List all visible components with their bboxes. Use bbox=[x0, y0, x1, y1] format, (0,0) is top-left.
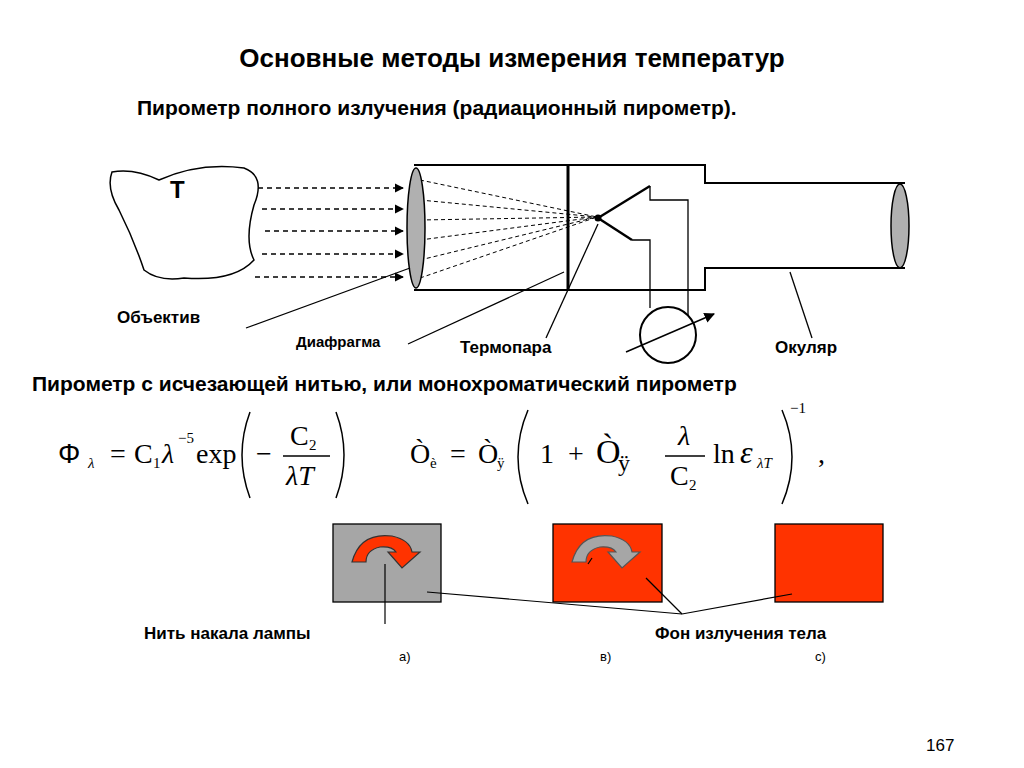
formula-subscript: ÿ bbox=[618, 450, 630, 478]
view-b bbox=[553, 524, 662, 602]
part-name: Диафрагма bbox=[296, 333, 380, 350]
part-name: Окуляр bbox=[775, 338, 837, 358]
converging-rays bbox=[420, 180, 597, 278]
galvanometer bbox=[640, 307, 696, 363]
view-letter: в) bbox=[600, 650, 611, 665]
page-number: 167 bbox=[926, 736, 954, 756]
callout-label: Нить накала лампы bbox=[144, 624, 311, 644]
formula-symbol: C bbox=[670, 460, 689, 492]
callout-label: Фон излучения тела bbox=[655, 624, 826, 644]
eyepiece-lens bbox=[891, 184, 909, 268]
view-c bbox=[775, 524, 883, 602]
formula-symbol: λ bbox=[162, 438, 174, 470]
objective-lens bbox=[407, 168, 425, 288]
part-name: Объектив bbox=[117, 308, 200, 328]
formula-subscript: λT bbox=[757, 455, 772, 472]
lamp-filament bbox=[572, 536, 640, 568]
lamp-filament bbox=[352, 536, 420, 568]
leader-lines bbox=[246, 224, 812, 344]
formula-symbol: Ò bbox=[478, 438, 498, 470]
galvanometer-needle bbox=[626, 314, 714, 352]
thermocouple-wires bbox=[632, 186, 688, 318]
section-heading: Пирометр полного излучения (радиационный… bbox=[137, 96, 737, 120]
leader-lines bbox=[385, 558, 792, 624]
formula-symbol: = bbox=[110, 438, 126, 470]
formula-symbol: Ò bbox=[410, 438, 430, 470]
formula-symbol: C bbox=[134, 438, 153, 470]
formula-subscript: ÿ bbox=[497, 455, 505, 472]
formula-subscript: 1 bbox=[153, 455, 161, 472]
formula-symbol: Ò bbox=[596, 432, 621, 471]
formula-subscript: 2 bbox=[309, 437, 317, 454]
radiation-rays bbox=[255, 188, 403, 277]
body-label: Т bbox=[170, 176, 185, 204]
formula-symbol: C bbox=[290, 420, 309, 452]
formula-brackets bbox=[242, 410, 792, 504]
formula-superscript: −1 bbox=[790, 400, 806, 417]
body-outline-path bbox=[110, 167, 258, 280]
formula-symbol: , bbox=[818, 438, 825, 470]
view-letter: с) bbox=[815, 650, 826, 665]
thermocouple-junction bbox=[595, 215, 602, 222]
body-outline bbox=[104, 160, 272, 290]
formula-subscript: λ bbox=[88, 455, 95, 472]
thermocouple bbox=[598, 186, 650, 240]
formula-symbol: exp bbox=[196, 438, 236, 470]
view-letter: а) bbox=[399, 650, 411, 665]
pyrometer-tube bbox=[414, 165, 905, 290]
formula-subscript: è bbox=[430, 455, 437, 472]
formula-symbol: λ bbox=[678, 420, 690, 452]
formula-symbol: Φ bbox=[58, 438, 80, 470]
formula-symbol: ln bbox=[713, 438, 735, 470]
formula-symbol: ε bbox=[740, 434, 753, 471]
heated-body: Т bbox=[104, 160, 272, 290]
formula-symbol: = bbox=[450, 438, 466, 470]
formula-symbol: 1 bbox=[540, 438, 554, 470]
formula-symbol: λT bbox=[286, 460, 314, 492]
formula-symbol: − bbox=[256, 438, 272, 470]
formula-symbol: + bbox=[568, 438, 584, 470]
view-a bbox=[333, 524, 441, 602]
part-name: Термопара bbox=[460, 338, 551, 358]
title: Основные методы измерения температур bbox=[0, 44, 1024, 74]
formula-subscript: 2 bbox=[689, 477, 697, 494]
section-heading: Пирометр с исчезающей нитью, или монохро… bbox=[32, 372, 737, 396]
formula-superscript: −5 bbox=[178, 430, 194, 447]
